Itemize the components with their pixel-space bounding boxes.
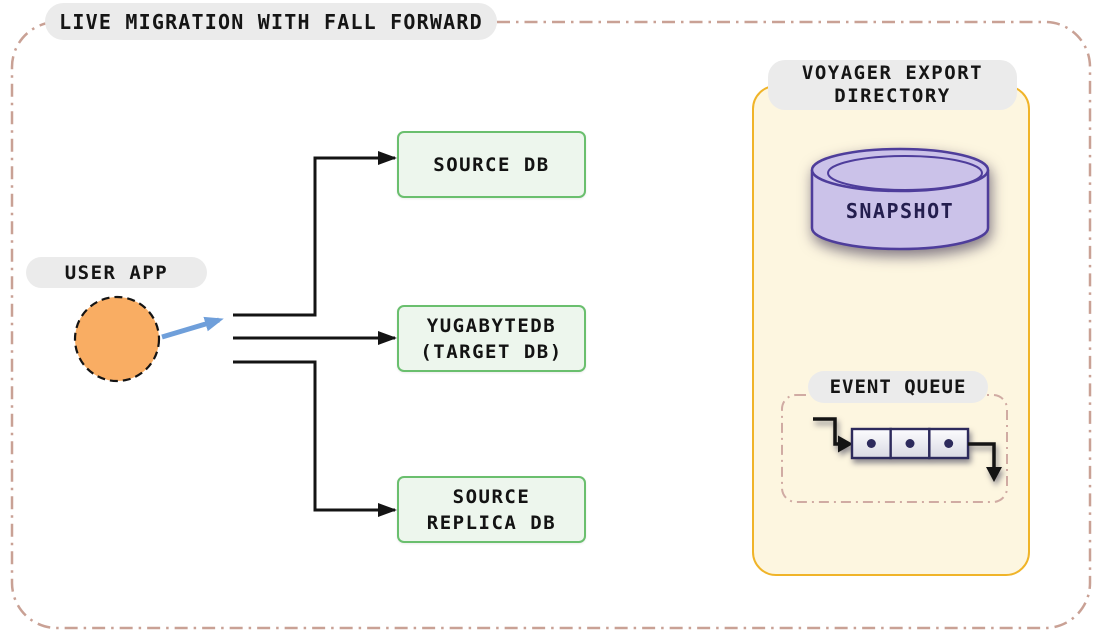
box-target-db: YUGABYTEDB (TARGET DB): [397, 305, 586, 372]
snapshot-label: SNAPSHOT: [845, 199, 955, 223]
box-target-db-label-line2: (TARGET DB): [420, 340, 563, 363]
queue-in-arrow: [813, 417, 838, 446]
event-queue-boundary: [781, 394, 1008, 503]
box-source-db-label: SOURCE DB: [433, 153, 550, 176]
connector-to-replica-db: [233, 360, 397, 517]
event-queue-diagram: [781, 394, 1008, 503]
event-queue-label: EVENT QUEUE: [808, 371, 988, 403]
database-cylinder-icon: [810, 147, 990, 251]
queue-cell-dot: [944, 439, 954, 448]
user-app-label: USER APP: [26, 257, 207, 288]
user-app-circle: [73, 295, 161, 383]
queue-out-arrow: [968, 442, 996, 468]
queue-cell-dot: [866, 439, 876, 448]
queue-cells-icon: [850, 427, 970, 460]
box-replica-db-label-line2: REPLICA DB: [426, 511, 557, 534]
box-source-replica-db: SOURCE REPLICA DB: [397, 476, 586, 543]
diagram-title: LIVE MIGRATION WITH FALL FORWARD: [45, 3, 497, 40]
user-app-arrow: [161, 316, 224, 340]
queue-cell-dot: [905, 439, 915, 448]
box-source-db: SOURCE DB: [397, 131, 586, 198]
box-replica-db-label-line1: SOURCE: [452, 485, 531, 508]
connector-to-source-db: [233, 151, 397, 317]
outer-boundary: [10, 20, 1092, 630]
box-target-db-label-line1: YUGABYTEDB: [426, 314, 557, 337]
